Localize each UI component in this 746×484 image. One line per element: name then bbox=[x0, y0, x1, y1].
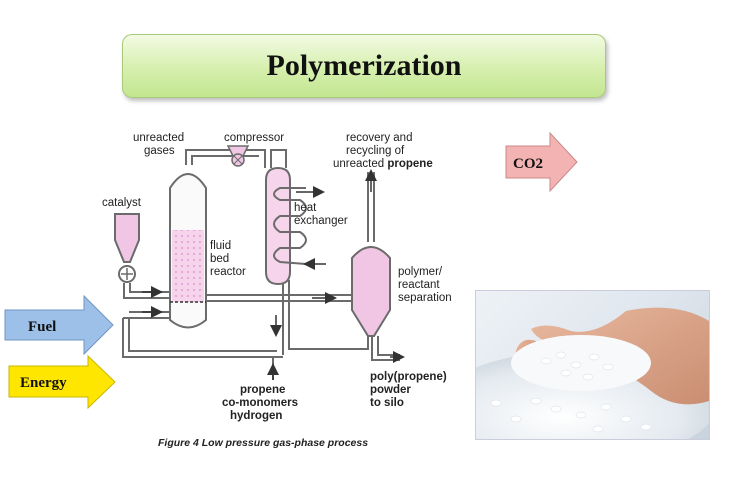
catalyst-hopper bbox=[114, 213, 140, 283]
label-recovery-3a: unreacted bbox=[333, 158, 384, 170]
fuel-label: Fuel bbox=[28, 319, 56, 335]
label-gases: gases bbox=[144, 145, 175, 157]
label-reactant: reactant bbox=[398, 279, 440, 291]
energy-label: Energy bbox=[20, 375, 67, 391]
label-reactor: reactor bbox=[210, 266, 246, 278]
label-compressor: compressor bbox=[224, 132, 284, 144]
label-unreacted: unreacted bbox=[133, 132, 184, 144]
label-feed-comonomers: co-monomers bbox=[222, 397, 298, 409]
label-feed-propene: propene bbox=[240, 384, 285, 396]
page-title: Polymerization bbox=[266, 49, 462, 82]
fuel-arrow: Fuel bbox=[4, 294, 114, 356]
diagram-labels: unreacted gases compressor recovery and … bbox=[102, 132, 452, 449]
label-out-powder: powder bbox=[370, 384, 411, 396]
label-catalyst: catalyst bbox=[102, 197, 142, 209]
fluid-bed-reactor bbox=[169, 173, 207, 329]
label-polymer: polymer/ bbox=[398, 266, 443, 278]
label-separation: separation bbox=[398, 292, 452, 304]
label-exchanger: exchanger bbox=[294, 215, 348, 227]
label-recovery-3: unreacted propene bbox=[333, 158, 433, 170]
figure-caption: Figure 4 Low pressure gas-phase process bbox=[158, 437, 368, 449]
co2-arrow: CO2 bbox=[505, 131, 578, 193]
flow-arrows bbox=[142, 169, 405, 380]
label-recovery-2: recycling of bbox=[346, 145, 405, 157]
label-bed: bed bbox=[210, 253, 229, 265]
label-recovery-3b: propene bbox=[387, 158, 432, 170]
label-out-polypropene: poly(propene) bbox=[370, 371, 447, 383]
title-banner: Polymerization bbox=[122, 34, 606, 98]
label-fluid: fluid bbox=[210, 240, 231, 252]
polymer-pellets-photo bbox=[475, 290, 710, 440]
label-recovery-1: recovery and bbox=[346, 132, 412, 144]
energy-arrow: Energy bbox=[8, 354, 116, 410]
label-heat: heat bbox=[294, 202, 317, 214]
label-feed-hydrogen: hydrogen bbox=[230, 410, 282, 422]
label-out-silo: to silo bbox=[370, 397, 404, 409]
pellets-illustration bbox=[476, 307, 709, 439]
separator-vessel bbox=[351, 246, 391, 337]
compressor-icon bbox=[226, 145, 250, 167]
co2-label: CO2 bbox=[513, 156, 543, 172]
heat-exchanger bbox=[265, 166, 326, 286]
